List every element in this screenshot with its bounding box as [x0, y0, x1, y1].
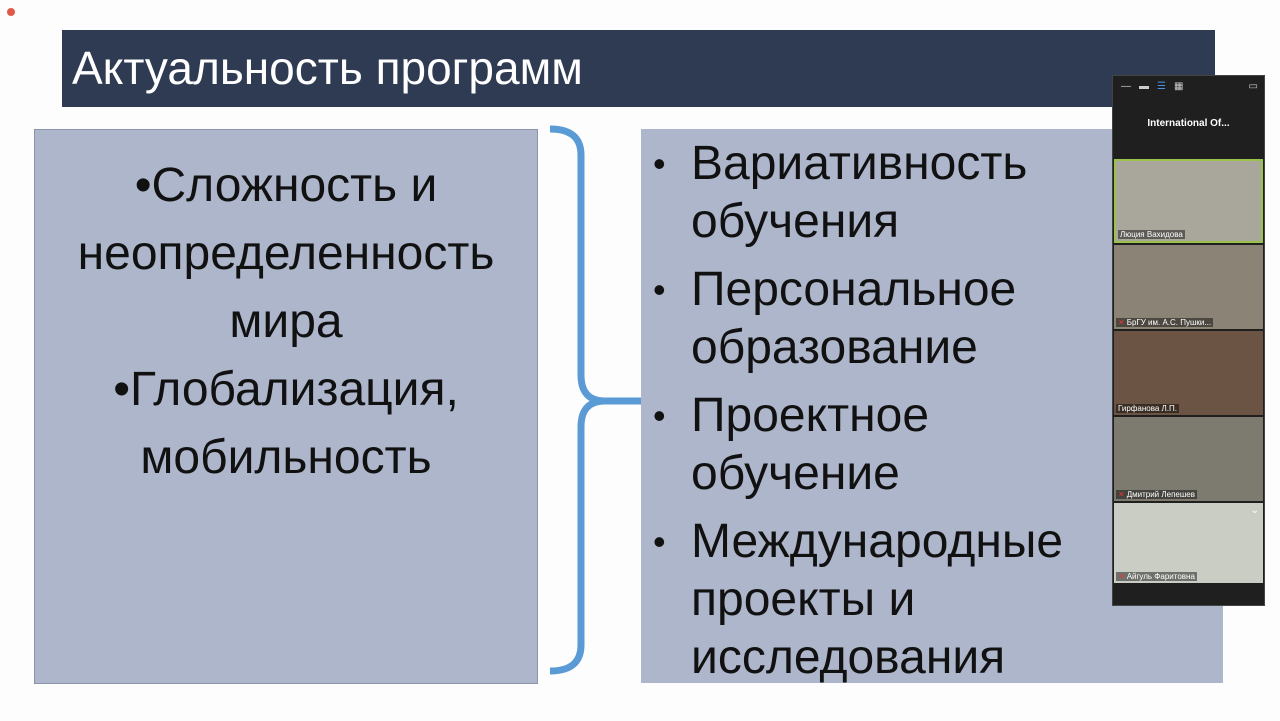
speaker-view-icon[interactable]: ☰ [1157, 80, 1166, 92]
mic-muted-icon: ✕ [1118, 572, 1125, 581]
right-brace-icon [549, 125, 652, 675]
left-item: •Сложность и неопределенность мира [77, 159, 495, 348]
thumbnail-view-icon[interactable]: ▬ [1139, 80, 1149, 92]
zoom-participants-panel: — ▬ ☰ ▦ ▭ International Of... Люция Вахи… [1112, 75, 1265, 606]
participant-name: БрГУ им. А.С. Пушки... [1126, 318, 1212, 327]
exit-minimized-icon[interactable]: ▭ [1248, 80, 1258, 92]
participant-video[interactable]: ✕Дмитрий Лепешев [1114, 417, 1263, 501]
participant-video[interactable]: Люция Вахидова [1114, 159, 1263, 243]
gallery-view-icon[interactable]: ▦ [1173, 80, 1184, 92]
participant-video[interactable]: ✕Айгуль Фаритовна ⌄ [1114, 503, 1263, 583]
right-item: Международные проекты и исследования [653, 513, 1101, 687]
participant-name: Дмитрий Лепешев [1126, 490, 1195, 499]
participant-video[interactable]: Гирфанова Л.П. [1114, 331, 1263, 415]
meeting-title: International Of... [1147, 118, 1230, 129]
right-item: Вариативность обучения [653, 135, 1101, 251]
mic-muted-icon: ✕ [1118, 490, 1125, 499]
recording-indicator-icon [7, 8, 15, 16]
left-content-box: •Сложность и неопределенность мира •Глоб… [34, 129, 538, 684]
scroll-down-chevron-icon[interactable]: ⌄ [1250, 505, 1259, 516]
participant-name: Люция Вахидова [1118, 230, 1185, 239]
right-item: Проектное обучение [653, 387, 1101, 503]
participant-video[interactable]: ✕БрГУ им. А.С. Пушки... [1114, 245, 1263, 329]
right-item: Персональное образование [653, 261, 1101, 377]
minimize-icon[interactable]: — [1121, 80, 1131, 92]
participant-name: Айгуль Фаритовна [1126, 572, 1195, 581]
left-item: •Глобализация, мобильность [113, 363, 459, 484]
slide-title: Актуальность программ [62, 30, 1215, 107]
mic-muted-icon: ✕ [1118, 318, 1125, 327]
participant-name: Гирфанова Л.П. [1116, 404, 1179, 413]
